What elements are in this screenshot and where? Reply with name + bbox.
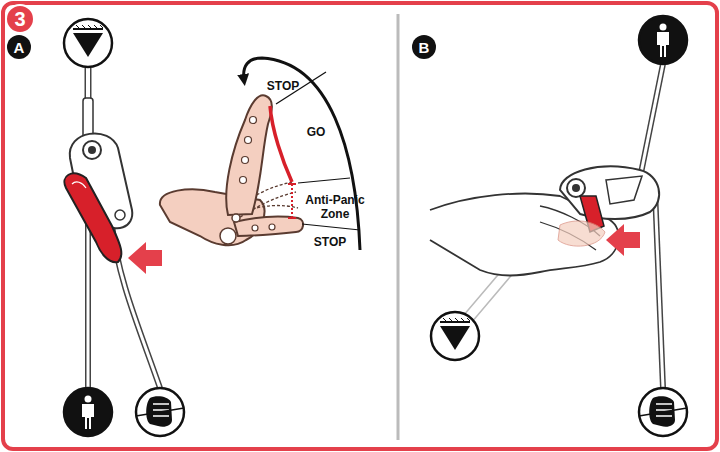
climber-icon	[639, 16, 687, 64]
panel-a-device	[64, 68, 162, 390]
handle-positions-inset	[160, 58, 360, 250]
anchor-icon	[431, 312, 479, 360]
zone-label: STOP	[258, 80, 308, 94]
anchor-icon	[64, 19, 112, 67]
zone-label: Anti-Panic Zone	[300, 194, 370, 222]
step-number: 3	[5, 4, 35, 34]
badge-text: 3	[14, 8, 25, 31]
badge-text: B	[419, 39, 430, 56]
frame	[3, 3, 717, 449]
zone-label: GO	[296, 126, 336, 140]
badge-text: A	[14, 39, 25, 56]
zone-label: STOP	[305, 236, 355, 250]
divider	[397, 14, 400, 440]
panel-letter: B	[412, 35, 436, 59]
brake-hand-icon	[136, 388, 184, 436]
brake-hand-icon	[639, 388, 687, 436]
panel-b-device	[430, 64, 663, 388]
panel-letter: A	[7, 35, 31, 59]
climber-icon	[64, 388, 112, 436]
